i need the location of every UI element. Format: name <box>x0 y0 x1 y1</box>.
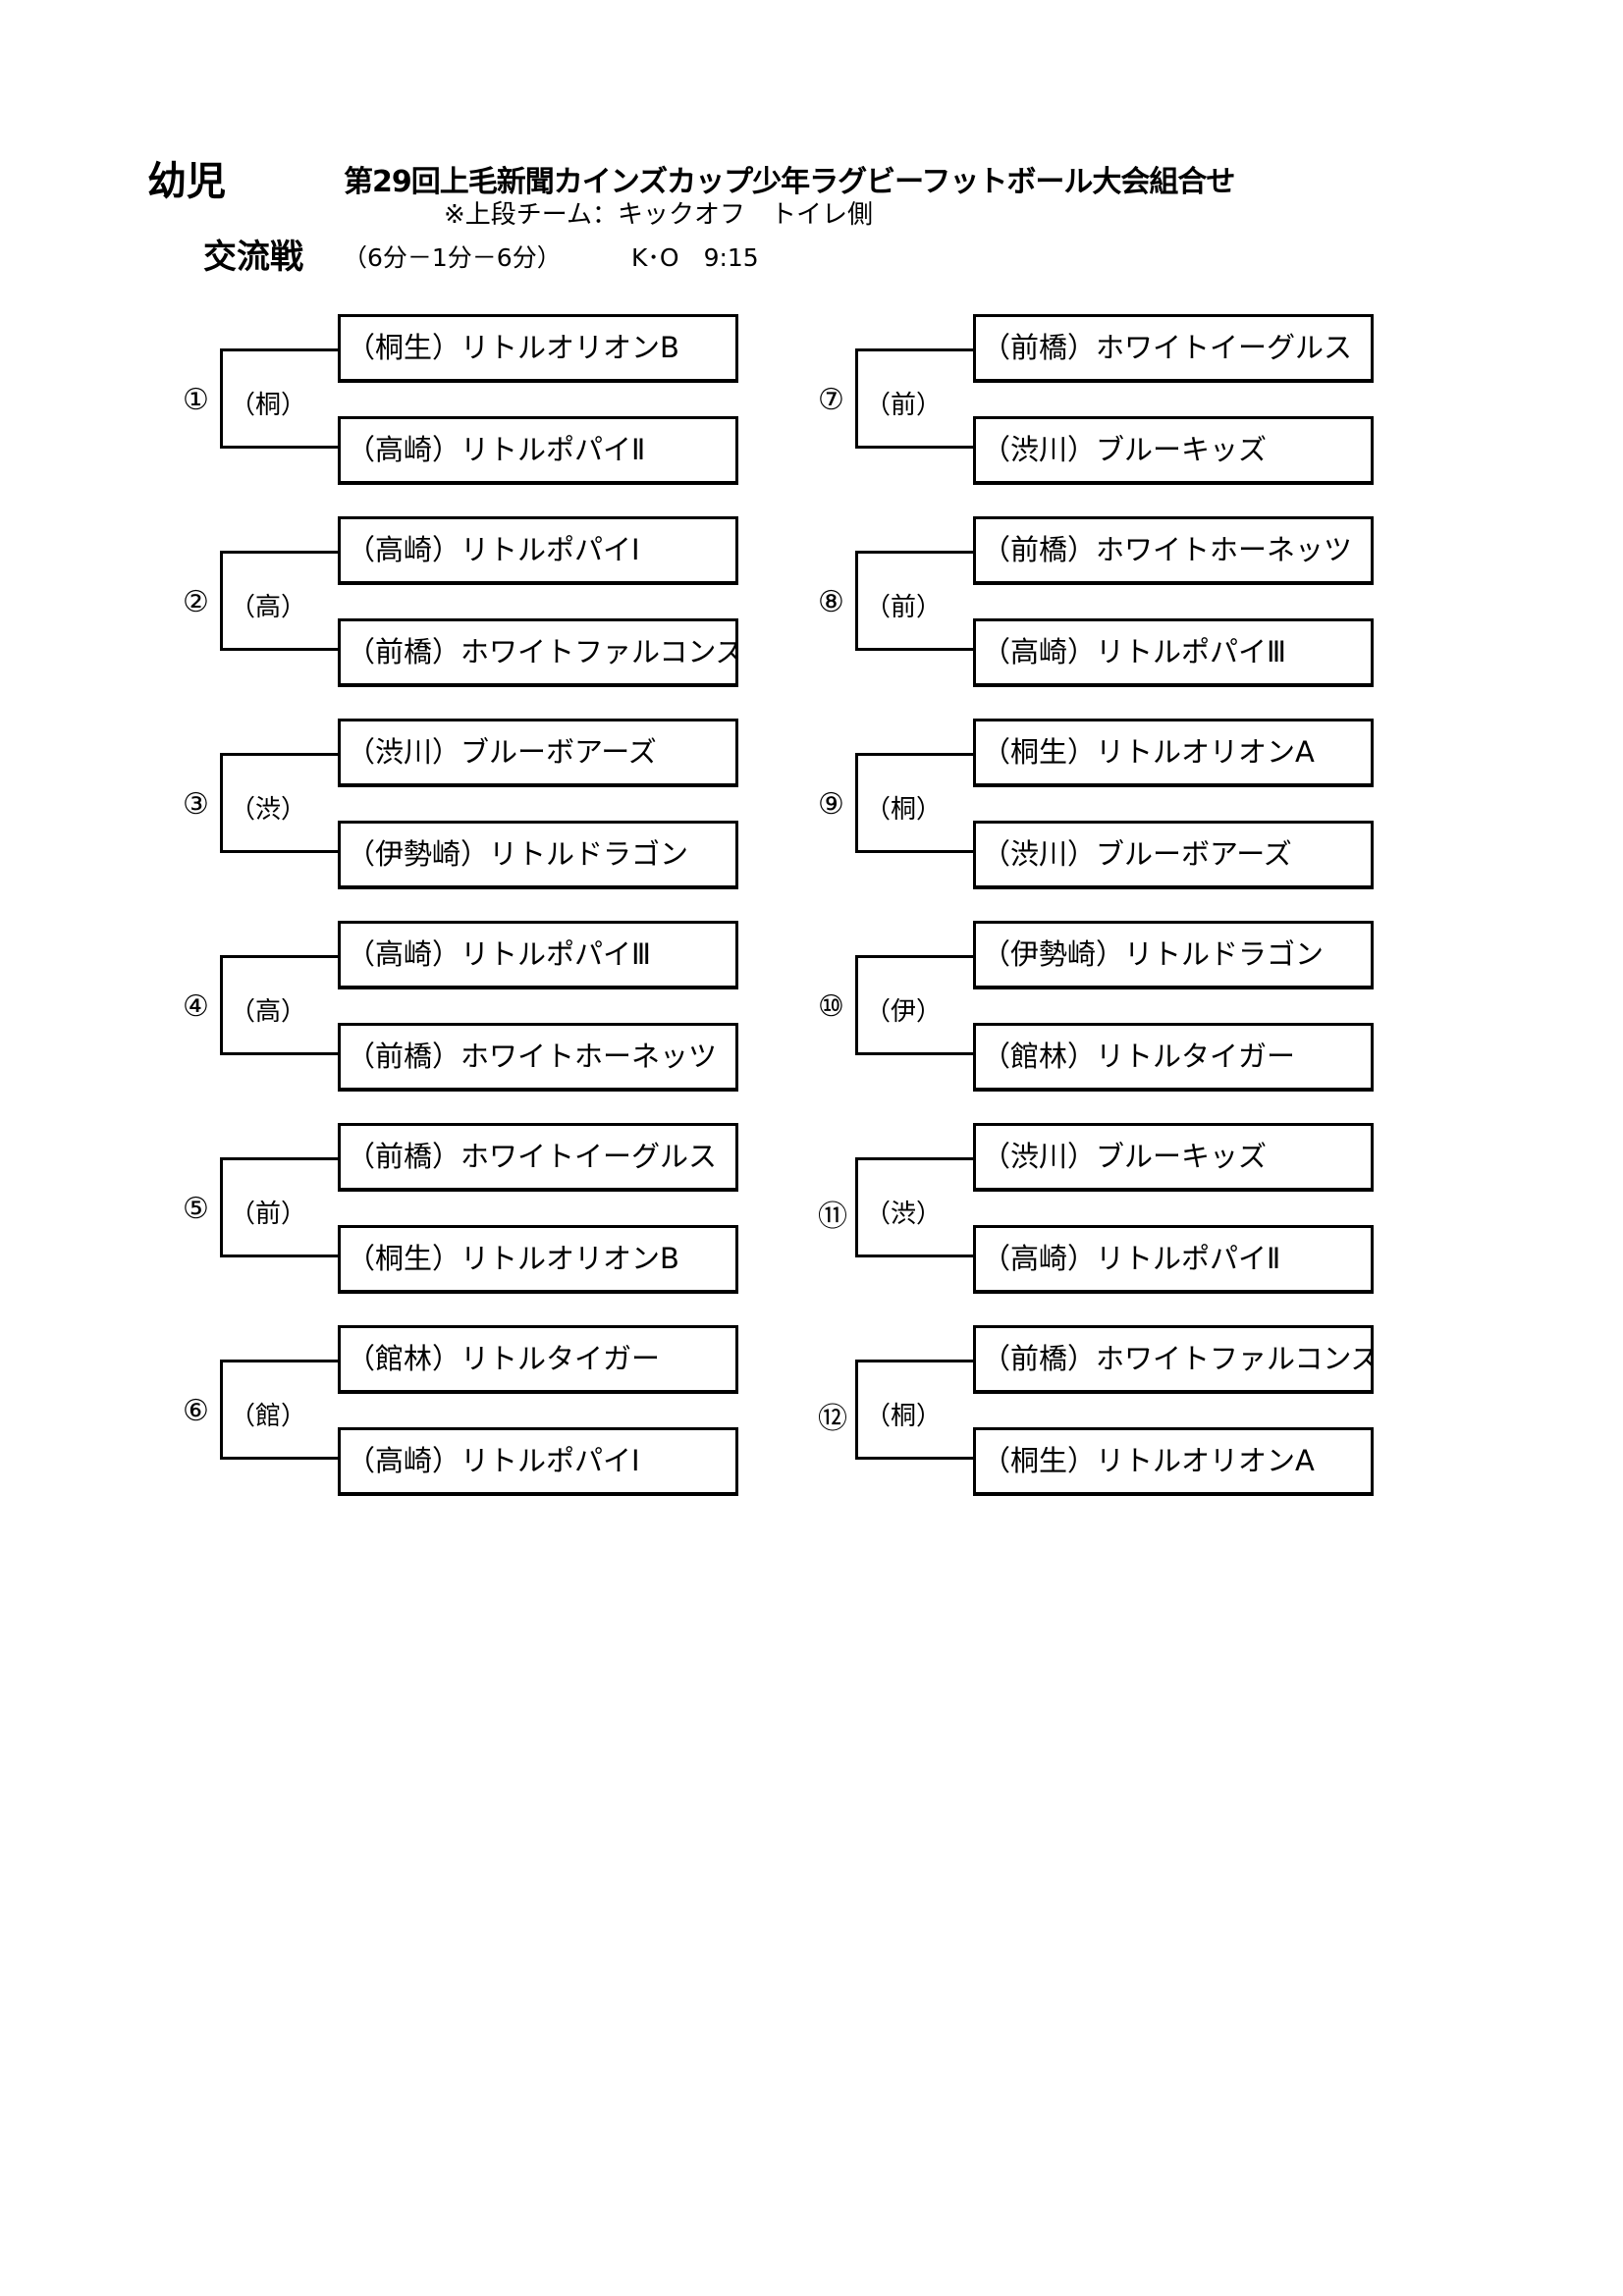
host-team: （桐） <box>865 795 943 825</box>
match-number: ③ <box>183 787 209 822</box>
match-bracket: ⑫ （桐） （前橋）ホワイトファルコンズ （桐生）リトルオリオンA <box>818 1325 1446 1502</box>
bracket-line <box>855 551 973 651</box>
team-box-bottom: （桐生）リトルオリオンA <box>973 1427 1374 1496</box>
team-box-bottom: （高崎）リトルポパイⅡ <box>973 1225 1374 1294</box>
team-box-top: （桐生）リトルオリオンA <box>973 719 1374 787</box>
bracket-line <box>220 1360 338 1460</box>
team-box-bottom: （高崎）リトルポパイⅡ <box>338 416 738 485</box>
host-team: （渋） <box>230 795 307 825</box>
team-box-top: （前橋）ホワイトホーネッツ <box>973 516 1374 585</box>
team-box-bottom: （前橋）ホワイトファルコンズ <box>338 618 738 687</box>
team-box-top: （高崎）リトルポパイⅠ <box>338 516 738 585</box>
host-team: （高） <box>230 997 307 1027</box>
match-format: （6分－1分－6分） <box>343 243 562 272</box>
match-bracket: ③ （渋） （渋川）ブルーボアーズ （伊勢崎）リトルドラゴン <box>183 719 811 895</box>
team-box-bottom: （前橋）ホワイトホーネッツ <box>338 1023 738 1092</box>
host-team: （高） <box>230 593 307 622</box>
match-bracket: ⑦ （前） （前橋）ホワイトイーグルス （渋川）ブルーキッズ <box>818 314 1446 491</box>
kickoff-time: K･O 9:15 <box>631 243 759 272</box>
bracket-line <box>855 1360 973 1460</box>
bracket-line <box>220 348 338 449</box>
team-box-top: （渋川）ブルーキッズ <box>973 1123 1374 1192</box>
team-box-bottom: （渋川）ブルーボアーズ <box>973 821 1374 889</box>
match-bracket: ② （高） （高崎）リトルポパイⅠ （前橋）ホワイトファルコンズ <box>183 516 811 693</box>
match-number: ② <box>183 585 209 619</box>
match-bracket: ⑤ （前） （前橋）ホワイトイーグルス （桐生）リトルオリオンB <box>183 1123 811 1300</box>
match-bracket: ⑧ （前） （前橋）ホワイトホーネッツ （高崎）リトルポパイⅢ <box>818 516 1446 693</box>
match-number: ⑤ <box>183 1192 209 1226</box>
host-team: （館） <box>230 1402 307 1431</box>
team-box-bottom: （桐生）リトルオリオンB <box>338 1225 738 1294</box>
match-number: ⑩ <box>818 989 844 1024</box>
match-number: ⑨ <box>818 787 844 822</box>
match-number: ⑦ <box>818 383 844 417</box>
team-box-top: （前橋）ホワイトイーグルス <box>338 1123 738 1192</box>
host-team: （渋） <box>865 1200 943 1229</box>
team-box-bottom: （渋川）ブルーキッズ <box>973 416 1374 485</box>
page-title: 第29回上毛新聞カインズカップ少年ラグビーフットボール大会組合せ <box>344 165 1235 199</box>
host-team: （前） <box>865 391 943 420</box>
bracket-line <box>855 1157 973 1257</box>
match-number: ⑫ <box>818 1402 847 1436</box>
match-bracket: ⑩ （伊） （伊勢崎）リトルドラゴン （館林）リトルタイガー <box>818 921 1446 1097</box>
team-box-bottom: （高崎）リトルポパイⅠ <box>338 1427 738 1496</box>
match-number: ⑧ <box>818 585 844 619</box>
match-bracket: ⑪ （渋） （渋川）ブルーキッズ （高崎）リトルポパイⅡ <box>818 1123 1446 1300</box>
kickoff-note: ※上段チーム：キックオフ トイレ側 <box>444 200 874 230</box>
team-box-bottom: （館林）リトルタイガー <box>973 1023 1374 1092</box>
team-box-top: （伊勢崎）リトルドラゴン <box>973 921 1374 989</box>
bracket-line <box>220 753 338 853</box>
match-bracket: ① （桐） （桐生）リトルオリオンB （高崎）リトルポパイⅡ <box>183 314 811 491</box>
host-team: （伊） <box>865 997 943 1027</box>
category-label: 幼児 <box>147 159 226 204</box>
team-box-top: （渋川）ブルーボアーズ <box>338 719 738 787</box>
team-box-bottom: （伊勢崎）リトルドラゴン <box>338 821 738 889</box>
match-bracket: ④ （高） （高崎）リトルポパイⅢ （前橋）ホワイトホーネッツ <box>183 921 811 1097</box>
team-box-top: （高崎）リトルポパイⅢ <box>338 921 738 989</box>
host-team: （前） <box>230 1200 307 1229</box>
bracket-line <box>220 1157 338 1257</box>
host-team: （桐） <box>865 1402 943 1431</box>
bracket-line <box>220 955 338 1055</box>
match-number: ⑥ <box>183 1394 209 1428</box>
team-box-top: （館林）リトルタイガー <box>338 1325 738 1394</box>
bracket-line <box>855 753 973 853</box>
match-number: ⑪ <box>818 1200 847 1234</box>
match-number: ④ <box>183 989 209 1024</box>
team-box-bottom: （高崎）リトルポパイⅢ <box>973 618 1374 687</box>
host-team: （桐） <box>230 391 307 420</box>
section-title: 交流戦 <box>203 238 303 277</box>
host-team: （前） <box>865 593 943 622</box>
team-box-top: （桐生）リトルオリオンB <box>338 314 738 383</box>
bracket-line <box>855 348 973 449</box>
match-bracket: ⑥ （館） （館林）リトルタイガー （高崎）リトルポパイⅠ <box>183 1325 811 1502</box>
match-number: ① <box>183 383 209 417</box>
bracket-line <box>855 955 973 1055</box>
team-box-top: （前橋）ホワイトファルコンズ <box>973 1325 1374 1394</box>
match-bracket: ⑨ （桐） （桐生）リトルオリオンA （渋川）ブルーボアーズ <box>818 719 1446 895</box>
bracket-line <box>220 551 338 651</box>
team-box-top: （前橋）ホワイトイーグルス <box>973 314 1374 383</box>
